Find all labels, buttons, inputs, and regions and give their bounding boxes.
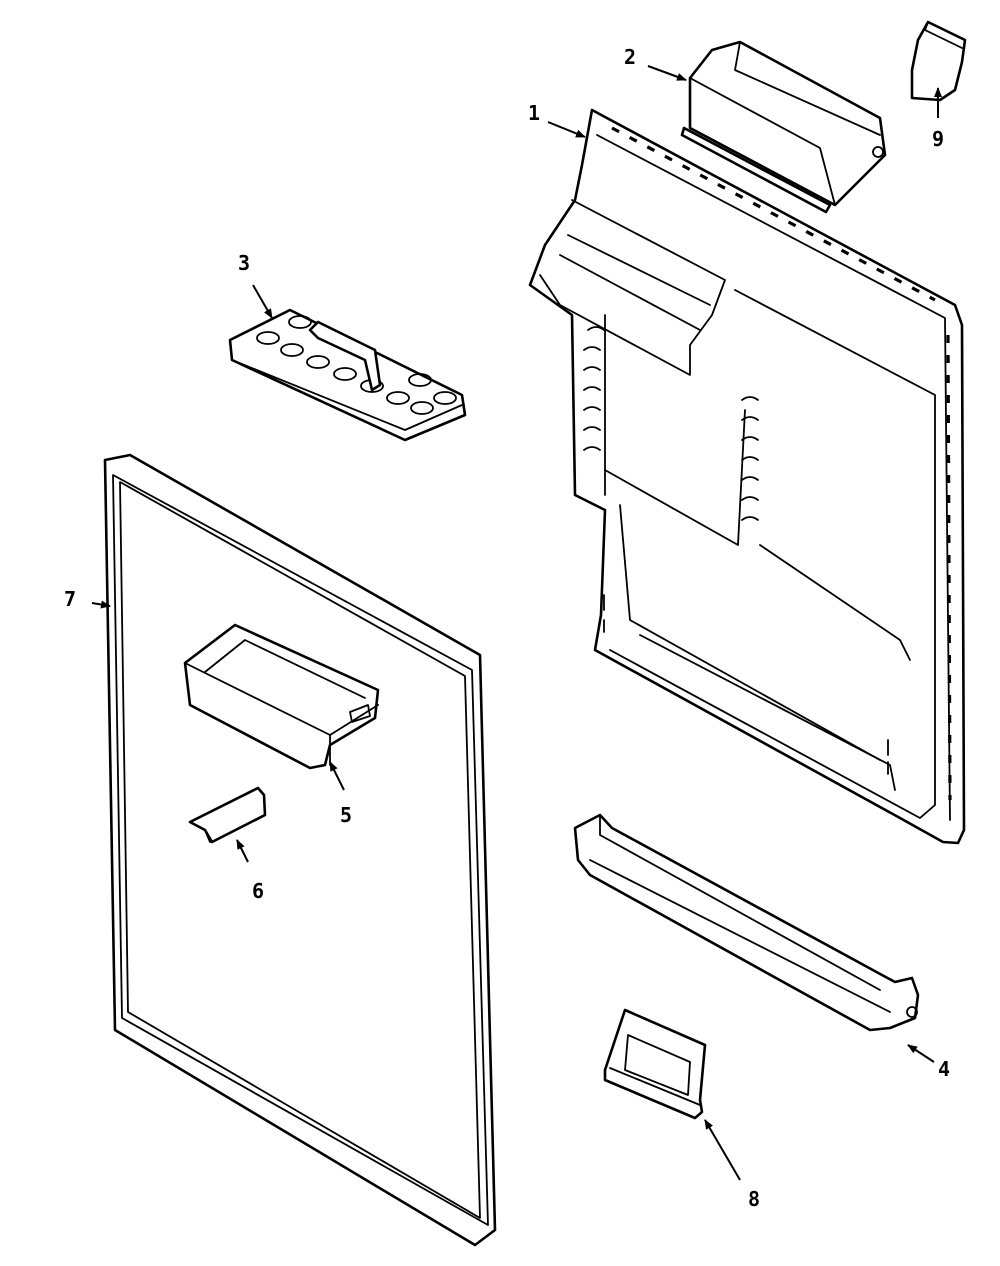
callout-8-label: 8 (748, 1187, 760, 1211)
dairy-end-cap-part (910, 20, 967, 102)
door-shelf-bar-part (573, 813, 920, 1032)
callout-9-label: 9 (932, 127, 944, 151)
door-gasket-part (103, 453, 497, 1247)
callout-2-label: 2 (624, 45, 636, 69)
callout-1-label: 1 (528, 101, 540, 125)
door-liner-part (528, 108, 966, 845)
callout-6-label: 6 (252, 879, 264, 903)
callout-7-label: 7 (64, 587, 76, 611)
callout-3-label: 3 (238, 251, 250, 275)
bar-retainer-part (188, 786, 267, 844)
leader-lines (91, 65, 942, 1181)
door-bin-part (183, 623, 380, 770)
egg-tray-part (228, 308, 467, 442)
shelf-end-cap-part (603, 1008, 707, 1120)
callout-5-label: 5 (340, 803, 352, 827)
dairy-compartment-part (680, 40, 887, 214)
callout-4-label: 4 (938, 1057, 950, 1081)
